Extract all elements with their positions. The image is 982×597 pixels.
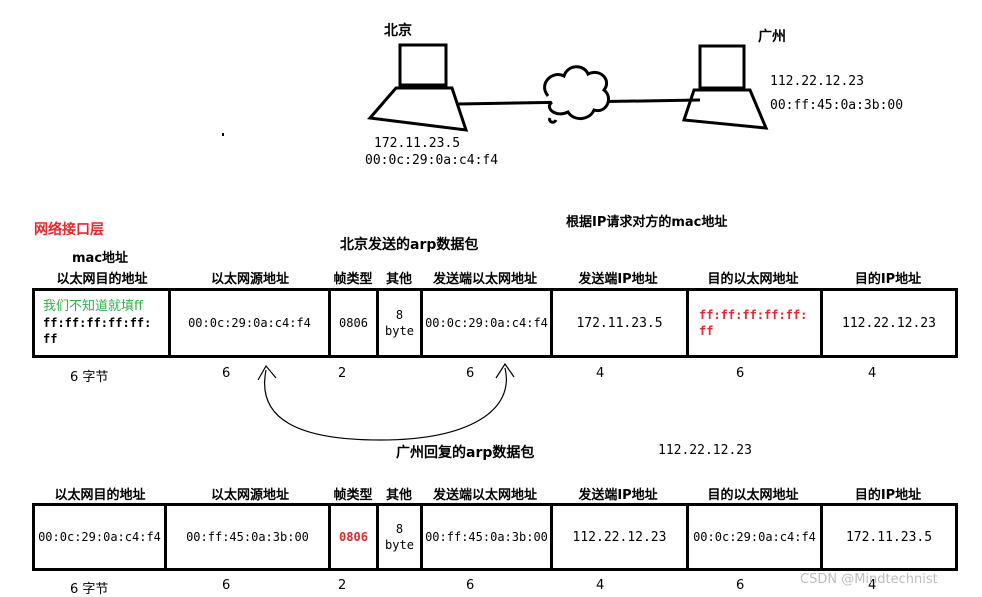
- rep-cell-sender-ip: 112.22.12.23: [553, 506, 689, 568]
- rep-cell-src-mac: 00:ff:45:0a:3b:00: [167, 506, 331, 568]
- request-packet-title: 北京发送的arp数据包: [340, 237, 479, 253]
- rep-cell-frame-type: 0806: [331, 506, 379, 568]
- rep-size-frame-type: 2: [338, 578, 347, 593]
- rep-size-target-mac: 6: [736, 578, 745, 593]
- req-size-sender-ip: 4: [596, 366, 605, 381]
- req-target-mac-line1: ff:ff:ff:ff:ff:: [699, 308, 808, 322]
- guangzhou-ip-label: 112.22.12.23: [770, 74, 864, 89]
- req-header-src-mac: 以太网源地址: [210, 272, 289, 287]
- req-cell-other: 8 byte: [379, 291, 423, 355]
- beijing-ip-label: 172.11.23.5: [374, 136, 461, 151]
- watermark: CSDN @Mindtechnist: [800, 572, 938, 587]
- req-size-sender-mac: 6: [466, 366, 475, 381]
- req-size-target-mac: 6: [736, 366, 745, 381]
- rep-size-sender-mac: 6: [466, 578, 475, 593]
- rep-cell-other: 8 byte: [379, 506, 423, 568]
- guangzhou-mac-label: 00:ff:45:0a:3b:00: [770, 98, 904, 113]
- req-cell-target-mac: ff:ff:ff:ff:ff: ff: [689, 291, 823, 355]
- req-cell-target-ip: 112.22.12.23: [842, 315, 936, 331]
- rep-size-dest-mac: 6 字节: [70, 582, 109, 597]
- rep-header-sender-mac: 发送端以太网地址: [432, 488, 537, 503]
- req-size-frame-type: 2: [338, 366, 347, 381]
- reply-ip-note: 112.22.12.23: [658, 443, 752, 458]
- rep-size-target-ip: 4: [868, 578, 877, 593]
- req-cell-sender-mac: 00:0c:29:0a:c4:f4: [423, 291, 553, 355]
- internet-cloud-icon: [543, 65, 610, 124]
- guangzhou-computer-icon: [681, 44, 769, 130]
- rep-header-other: 其他: [385, 488, 412, 503]
- reply-packet-row: 00:0c:29:0a:c4:f4 00:ff:45:0a:3b:00 0806…: [32, 503, 958, 571]
- req-size-src-mac: 6: [222, 366, 231, 381]
- req-size-dest-mac: 6 字节: [70, 370, 109, 385]
- beijing-city-label: 北京: [384, 23, 412, 39]
- same-mac-arrow-head-left: [257, 364, 277, 381]
- req-cell-frame-type: 0806: [331, 291, 379, 355]
- beijing-computer-icon: [367, 43, 469, 132]
- rep-other-line2: byte: [385, 538, 414, 552]
- dest-mac-note: 我们不知道就填ff: [43, 299, 143, 314]
- req-target-mac-line2: ff: [699, 324, 714, 338]
- req-header-target-ip: 目的IP地址: [854, 272, 922, 287]
- req-header-dest-mac: 以太网目的地址: [56, 272, 148, 287]
- same-mac-arrow-head-right: [495, 362, 515, 379]
- rep-size-sender-ip: 4: [596, 578, 605, 593]
- rep-header-frame-type: 帧类型: [333, 488, 373, 503]
- reply-packet-title: 广州回复的arp数据包: [396, 445, 535, 461]
- rep-header-target-ip: 目的IP地址: [854, 488, 922, 503]
- rep-other-line1: 8: [395, 522, 404, 536]
- request-note: 根据IP请求对方的mac地址: [566, 215, 728, 230]
- req-header-sender-mac: 发送端以太网地址: [432, 272, 537, 287]
- req-header-target-mac: 目的以太网地址: [707, 272, 799, 287]
- dest-mac-value-line2: ff: [43, 332, 58, 346]
- layer-label: 网络接口层: [34, 222, 104, 238]
- rep-cell-sender-mac: 00:ff:45:0a:3b:00: [423, 506, 553, 568]
- req-other-line1: 8: [395, 308, 404, 322]
- rep-size-src-mac: 6: [222, 578, 231, 593]
- req-other-line2: byte: [385, 324, 414, 338]
- dest-mac-value-line1: ff:ff:ff:ff:ff:: [43, 316, 152, 330]
- guangzhou-city-label: 广州: [758, 29, 786, 45]
- beijing-mac-label: 00:0c:29:0a:c4:f4: [365, 153, 499, 168]
- rep-header-src-mac: 以太网源地址: [210, 488, 289, 503]
- mac-note: mac地址: [72, 251, 129, 266]
- rep-header-sender-ip: 发送端IP地址: [578, 488, 658, 503]
- req-header-frame-type: 帧类型: [333, 272, 373, 287]
- rep-cell-target-ip: 172.11.23.5: [845, 529, 933, 545]
- req-cell-src-mac: 00:0c:29:0a:c4:f4: [171, 291, 331, 355]
- network-topology: [222, 43, 769, 136]
- req-cell-sender-ip: 172.11.23.5: [553, 291, 689, 355]
- rep-cell-target-mac: 00:0c:29:0a:c4:f4: [689, 506, 823, 568]
- req-size-target-ip: 4: [868, 366, 877, 381]
- req-cell-dest-mac: 我们不知道就填ff ff:ff:ff:ff:ff: ff: [35, 291, 171, 355]
- req-header-other: 其他: [385, 272, 412, 287]
- rep-cell-dest-mac: 00:0c:29:0a:c4:f4: [35, 506, 167, 568]
- request-packet-row: 我们不知道就填ff ff:ff:ff:ff:ff: ff 00:0c:29:0a…: [32, 288, 958, 358]
- req-header-sender-ip: 发送端IP地址: [578, 272, 658, 287]
- rep-header-dest-mac: 以太网目的地址: [54, 488, 146, 503]
- rep-header-target-mac: 目的以太网地址: [707, 488, 799, 503]
